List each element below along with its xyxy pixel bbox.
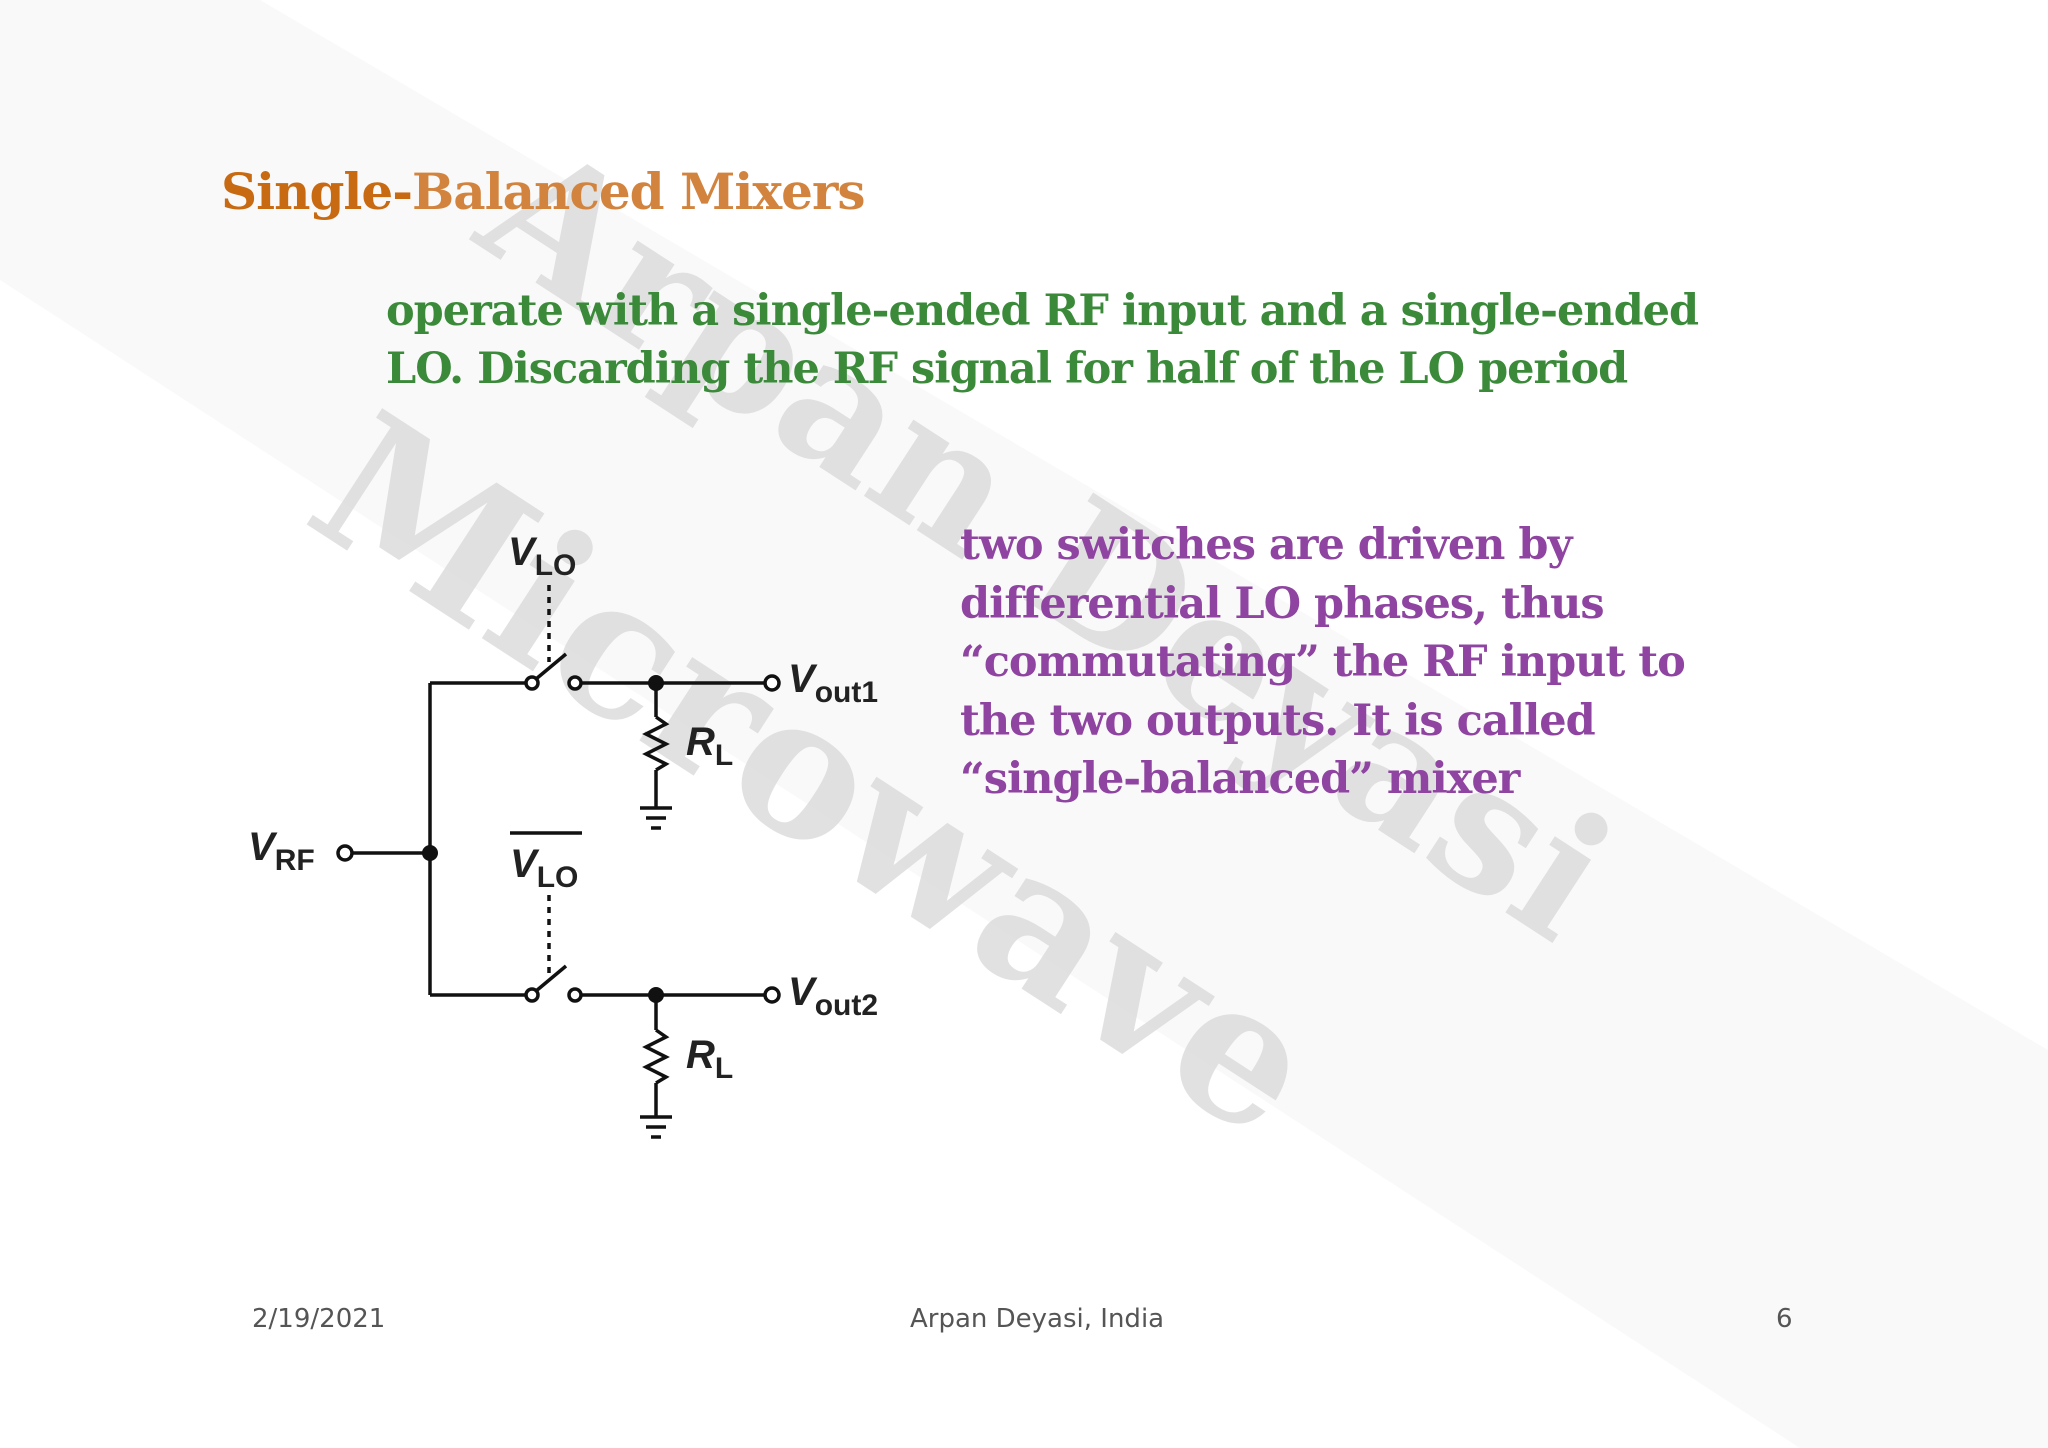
slide-title: Single-Balanced Mixers [221,162,865,221]
junction-rf [422,845,438,861]
title-part2: Balanced Mixers [411,162,865,221]
description-line: “single-balanced” mixer [960,754,1520,804]
intro-line: operate with a single-ended RF input and… [386,286,1699,336]
switch-top [534,652,568,681]
title-part1: Single- [221,162,413,221]
intro-text: operate with a single-ended RF input and… [386,282,1706,398]
junction-out2 [648,987,664,1003]
description-line: “commutating” the RF input to [960,637,1686,687]
footer-date: 2/19/2021 [252,1304,386,1334]
vout1-label: Vout1 [788,657,878,709]
vrf-label: VRF [248,825,315,877]
switch-bottom [534,964,568,993]
rl1-label: RL [686,720,733,772]
footer-page-number: 6 [1776,1304,1793,1334]
vout2-terminal [763,986,781,1004]
resistor-top [642,715,670,772]
description-line: the two outputs. It is called [960,695,1596,746]
description-line: differential LO phases, thus [960,578,1605,629]
intro-line: LO. Discarding the RF signal for half of… [386,344,1628,394]
description-text: two switches are driven by differential … [960,516,1720,809]
description-line: two switches are driven by [960,520,1572,570]
vlo-label: VLO [508,530,576,582]
vrf-terminal [336,844,354,862]
vout1-terminal [763,674,781,692]
junction-out1 [648,675,664,691]
resistor-bottom [642,1028,670,1085]
vlo-bar-label: VLO [510,842,578,894]
rl2-label: RL [686,1033,733,1085]
vout2-label: Vout2 [788,970,878,1022]
footer-author: Arpan Deyasi, India [910,1304,1165,1334]
